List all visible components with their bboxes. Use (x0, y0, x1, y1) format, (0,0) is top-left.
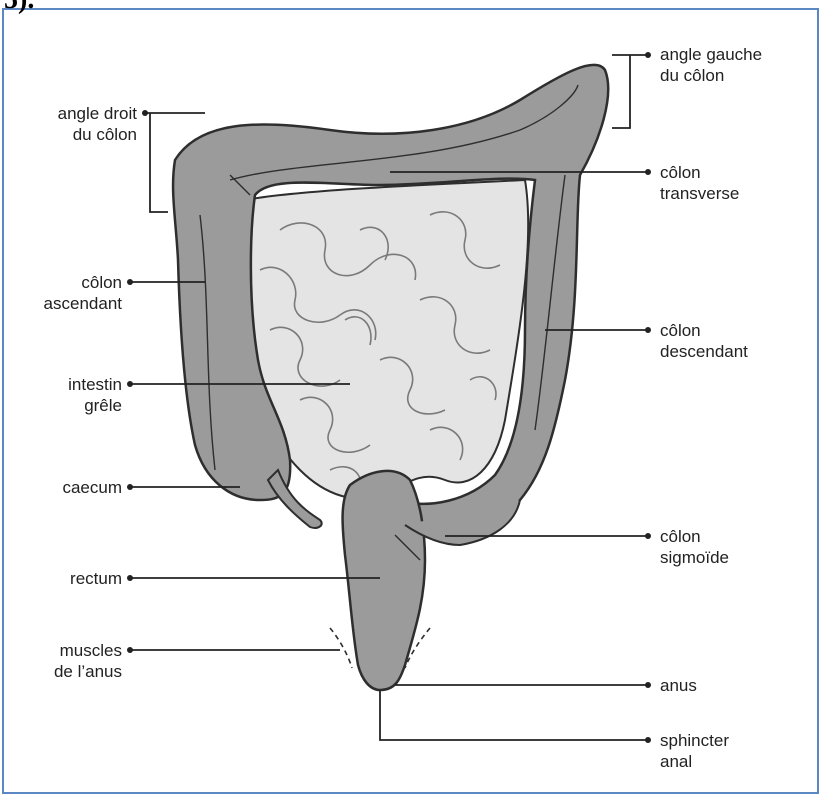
label-colon-sigmoide: côlon sigmoïde (660, 526, 729, 568)
label-colon-sigmoide-line2: sigmoïde (660, 547, 729, 568)
label-colon-descendant-line2: descendant (660, 341, 748, 362)
label-angle-gauche-line2: du côlon (660, 65, 762, 86)
label-colon-ascendant: côlon ascendant (12, 272, 122, 314)
label-angle-droit-line2: du côlon (12, 124, 137, 145)
label-muscles-anus-line2: de l’anus (12, 661, 122, 682)
label-sphincter-line2: anal (660, 751, 729, 772)
label-intestin-grele-line2: grêle (12, 395, 122, 416)
label-colon-ascendant-line1: côlon (12, 272, 122, 293)
label-caecum: caecum (12, 477, 122, 498)
label-angle-droit-line1: angle droit (12, 103, 137, 124)
label-colon-descendant-line1: côlon (660, 320, 748, 341)
label-angle-gauche-line1: angle gauche (660, 44, 762, 65)
label-colon-transverse-line1: côlon (660, 162, 739, 183)
label-angle-droit: angle droit du côlon (12, 103, 137, 145)
label-muscles-anus: muscles de l’anus (12, 640, 122, 682)
label-colon-transverse: côlon transverse (660, 162, 739, 204)
label-anus: anus (660, 675, 697, 696)
label-anus-line1: anus (660, 675, 697, 696)
label-intestin-grele: intestin grêle (12, 374, 122, 416)
label-sphincter: sphincter anal (660, 730, 729, 772)
label-colon-ascendant-line2: ascendant (12, 293, 122, 314)
label-colon-descendant: côlon descendant (660, 320, 748, 362)
label-colon-transverse-line2: transverse (660, 183, 739, 204)
label-caecum-line1: caecum (12, 477, 122, 498)
label-sphincter-line1: sphincter (660, 730, 729, 751)
label-rectum: rectum (12, 568, 122, 589)
label-rectum-line1: rectum (12, 568, 122, 589)
label-angle-gauche: angle gauche du côlon (660, 44, 762, 86)
label-colon-sigmoide-line1: côlon (660, 526, 729, 547)
label-intestin-grele-line1: intestin (12, 374, 122, 395)
label-muscles-anus-line1: muscles (12, 640, 122, 661)
